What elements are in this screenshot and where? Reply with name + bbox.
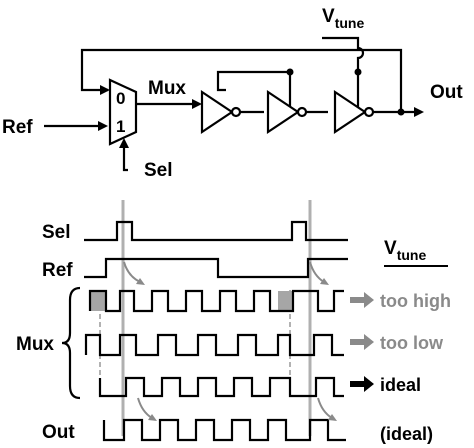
arrowhead-mux (192, 99, 202, 109)
mux-node-label: Mux (148, 78, 186, 99)
arrowhead-ref (98, 121, 108, 131)
timing-ref-label: Ref (42, 260, 73, 281)
result-arrows (350, 292, 374, 392)
out-label: Out (430, 82, 463, 103)
circuit-arrowheads (98, 68, 424, 148)
inverter-2 (266, 89, 308, 135)
node-dot-2 (354, 68, 362, 76)
mux-ideal-waveform (98, 376, 344, 398)
inverter-3 (333, 89, 375, 135)
arrowhead-sel (119, 138, 129, 148)
too-high-arrow (350, 292, 374, 308)
causal-arrows (123, 261, 333, 419)
sel-wire (122, 146, 128, 172)
too-high-label: too high (380, 291, 451, 311)
ref-input-label: Ref (2, 117, 33, 138)
timing-mux-label: Mux (16, 334, 54, 355)
mux-too-low-waveform (84, 333, 344, 357)
vtune-label-legend: Vtune (384, 238, 426, 263)
ring-oscillator-circuit (44, 36, 416, 172)
inverter-1 (200, 89, 242, 135)
node-dot-3 (397, 108, 405, 116)
ideal-arrow (350, 376, 374, 392)
arrowhead-feedback (100, 85, 110, 95)
arrowhead-out (414, 107, 424, 117)
shaded-region-2 (278, 291, 293, 311)
out-ideal-label: (ideal) (380, 424, 433, 444)
ref-waveform (84, 257, 348, 279)
shaded-region-1 (90, 291, 106, 311)
causal-arrowheads (136, 278, 337, 421)
tap-wire-inner (216, 70, 292, 112)
ideal-label: ideal (380, 375, 421, 395)
tap-wire-outer (322, 36, 365, 112)
timing-out-label: Out (42, 422, 75, 443)
waveforms (84, 220, 348, 442)
sel-waveform (84, 220, 348, 242)
mux-input-0-label: 0 (116, 89, 125, 108)
mux-input-1-label: 1 (116, 117, 125, 136)
vtune-label-top: Vtune (322, 6, 364, 31)
too-low-arrow (350, 334, 374, 350)
out-waveform (102, 418, 346, 442)
mux-too-high-waveform (88, 289, 344, 313)
node-dot-1 (286, 68, 294, 76)
mux-brace (61, 286, 81, 400)
feedback-wire (80, 48, 403, 112)
timing-sel-label: Sel (42, 222, 71, 243)
sel-input-label: Sel (144, 160, 173, 181)
multiplexer-symbol (108, 78, 138, 146)
too-low-label: too low (380, 333, 444, 353)
